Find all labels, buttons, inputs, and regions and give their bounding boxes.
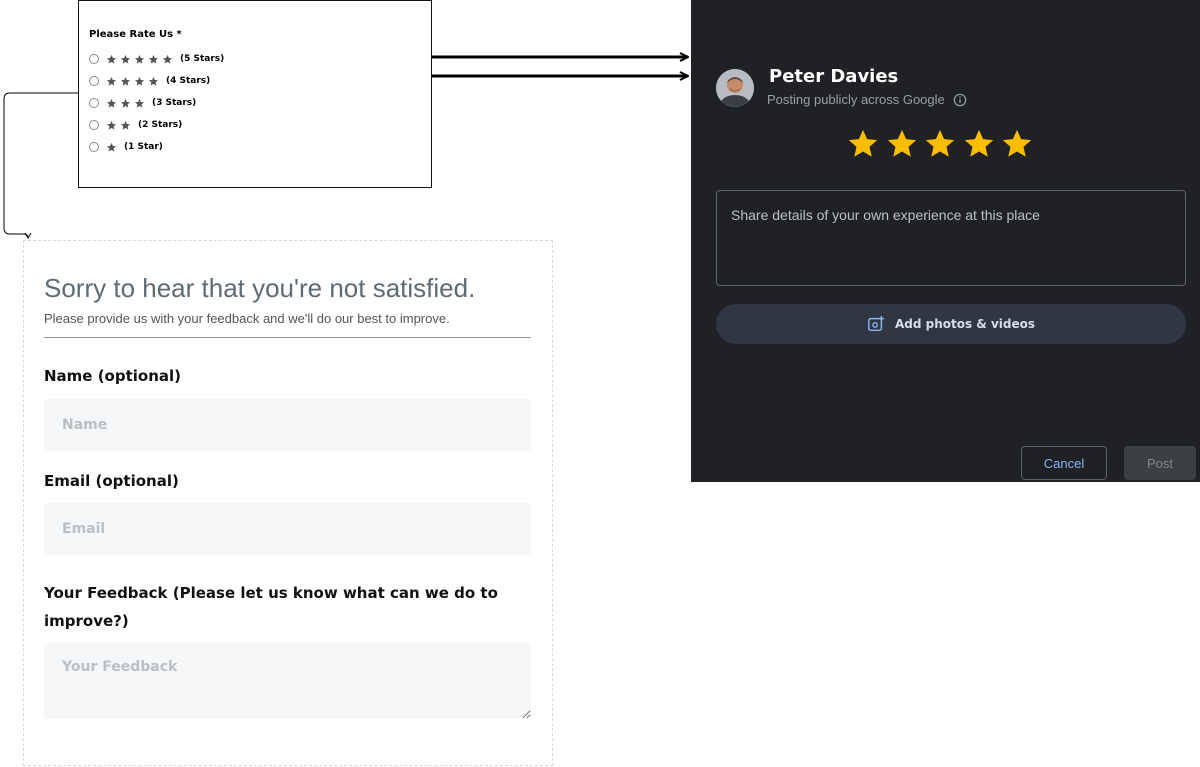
feedback-textarea[interactable] xyxy=(44,643,531,719)
radio-button[interactable] xyxy=(89,76,99,86)
star-icon xyxy=(134,54,145,64)
star-icon[interactable] xyxy=(885,127,919,161)
star-icon[interactable] xyxy=(923,127,957,161)
star-icons xyxy=(106,54,176,65)
star-icon xyxy=(106,142,117,152)
rating-option-1[interactable]: (1 Star) xyxy=(89,139,163,155)
rating-option-label: (1 Star) xyxy=(124,142,163,152)
star-icon xyxy=(148,54,159,64)
star-rating[interactable] xyxy=(846,127,1039,161)
add-photos-videos-button[interactable]: Add photos & videos xyxy=(716,304,1186,344)
rating-option-4[interactable]: (4 Stars) xyxy=(89,73,210,89)
star-icon xyxy=(162,54,173,64)
info-icon[interactable] xyxy=(953,93,967,107)
star-icon xyxy=(120,76,131,86)
email-input[interactable] xyxy=(44,503,531,555)
radio-button[interactable] xyxy=(89,54,99,64)
post-button[interactable]: Post xyxy=(1124,446,1196,480)
star-icon xyxy=(106,54,117,64)
star-icon[interactable] xyxy=(1000,127,1034,161)
star-icon[interactable] xyxy=(962,127,996,161)
google-review-dialog: Peter Davies Posting publicly across Goo… xyxy=(691,0,1200,482)
star-icon xyxy=(120,120,131,130)
review-textarea[interactable] xyxy=(716,190,1186,286)
arrow-low-stars-to-feedback xyxy=(3,92,78,239)
add-photos-videos-label: Add photos & videos xyxy=(894,317,1035,331)
radio-button[interactable] xyxy=(89,98,99,108)
feedback-form: Sorry to hear that you're not satisfied.… xyxy=(23,240,553,766)
rating-option-label: (2 Stars) xyxy=(138,120,183,130)
rating-title: Please Rate Us * xyxy=(89,29,182,40)
email-label: Email (optional) xyxy=(44,472,179,490)
user-name: Peter Davies xyxy=(769,66,899,87)
form-subheading: Please provide us with your feedback and… xyxy=(44,311,450,326)
star-icons xyxy=(106,98,148,109)
rating-option-label: (5 Stars) xyxy=(180,54,225,64)
star-icon xyxy=(106,76,117,86)
star-icons xyxy=(106,76,162,87)
radio-button[interactable] xyxy=(89,142,99,152)
form-heading: Sorry to hear that you're not satisfied. xyxy=(44,273,476,303)
rating-option-2[interactable]: (2 Stars) xyxy=(89,117,182,133)
divider xyxy=(44,337,531,338)
rating-option-label: (3 Stars) xyxy=(152,98,197,108)
star-icon xyxy=(106,120,117,130)
star-icon xyxy=(106,98,117,108)
rating-option-label: (4 Stars) xyxy=(166,76,211,86)
add-photo-icon xyxy=(868,315,885,332)
star-icons xyxy=(106,142,120,153)
posting-info: Posting publicly across Google xyxy=(767,92,967,107)
name-input[interactable] xyxy=(44,399,531,451)
star-icon xyxy=(120,98,131,108)
rating-option-3[interactable]: (3 Stars) xyxy=(89,95,196,111)
star-icon xyxy=(120,54,131,64)
star-icon xyxy=(134,98,145,108)
rating-form: Please Rate Us * (5 Stars) (4 Stars) (3 … xyxy=(78,0,432,188)
star-icon xyxy=(148,76,159,86)
cancel-button[interactable]: Cancel xyxy=(1021,446,1107,480)
avatar xyxy=(716,69,754,107)
star-icons xyxy=(106,120,134,131)
posting-text: Posting publicly across Google xyxy=(767,92,945,107)
rating-option-5[interactable]: (5 Stars) xyxy=(89,51,224,67)
radio-button[interactable] xyxy=(89,120,99,130)
star-icon[interactable] xyxy=(846,127,880,161)
feedback-label: Your Feedback (Please let us know what c… xyxy=(44,584,498,630)
star-icon xyxy=(134,76,145,86)
name-label: Name (optional) xyxy=(44,367,182,385)
